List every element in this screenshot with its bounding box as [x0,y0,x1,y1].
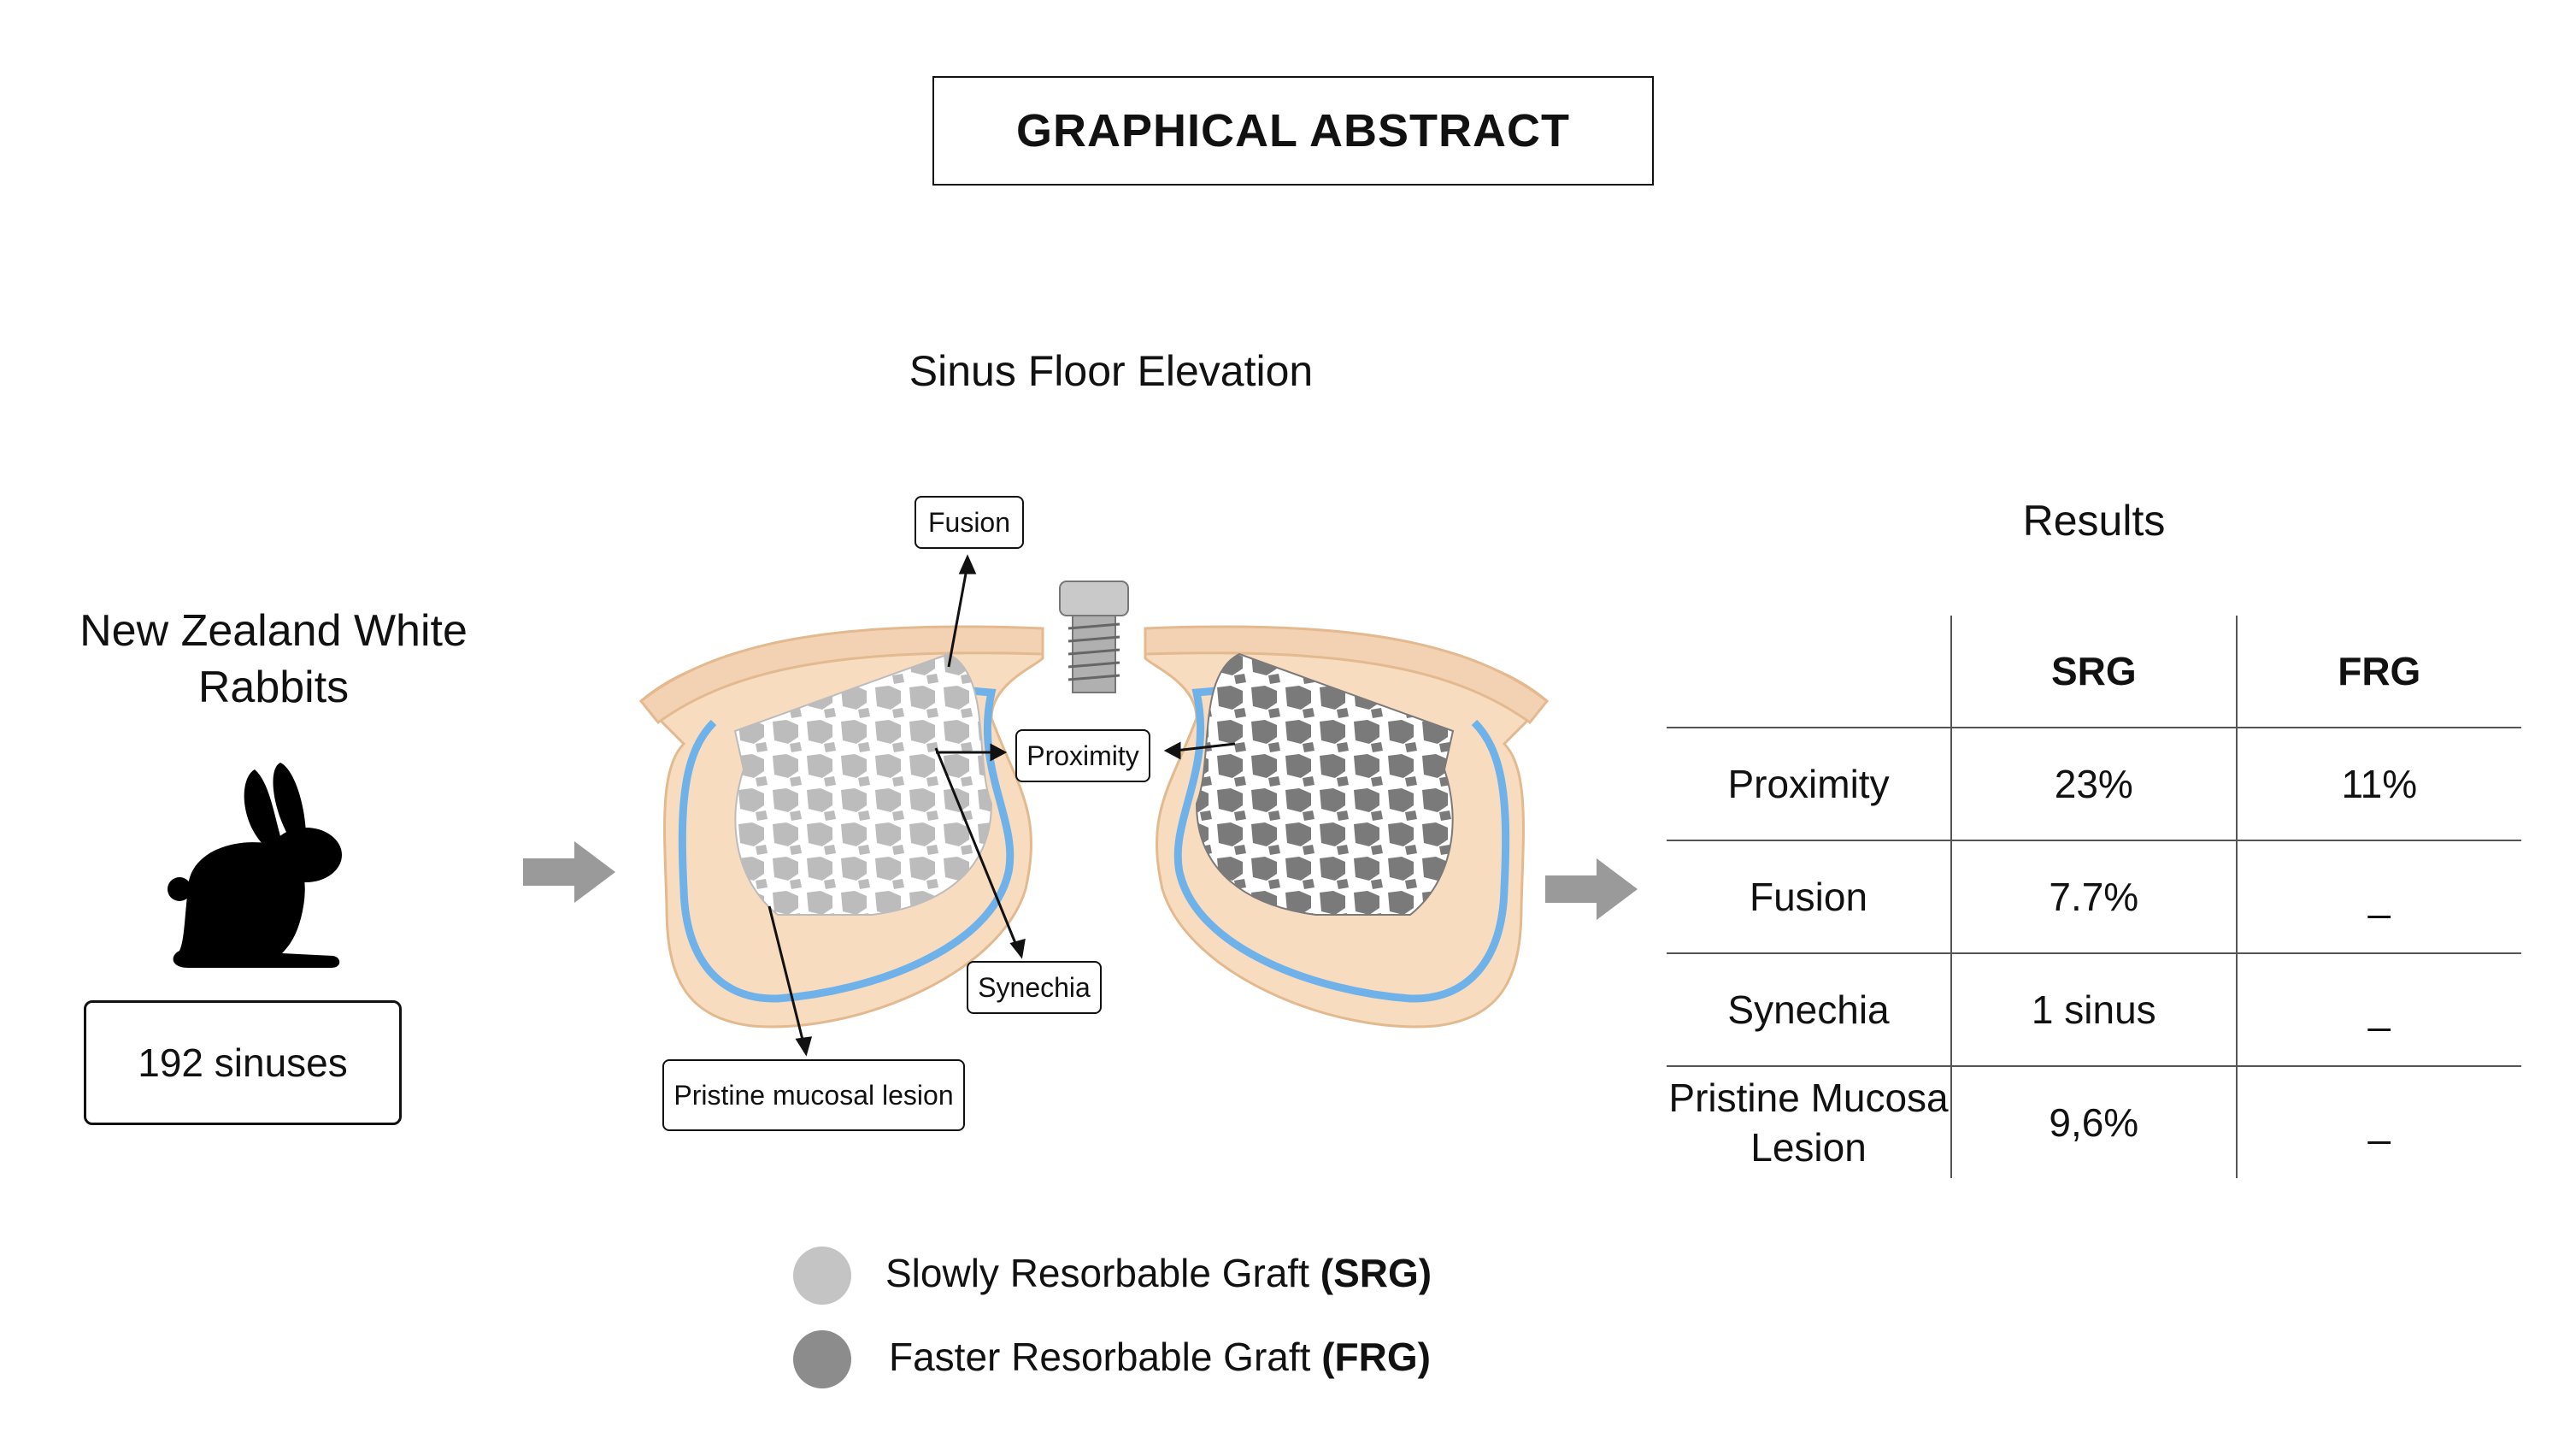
srg-value: 1 sinus [1950,952,2237,1066]
synechia-callout: Synechia [967,961,1102,1014]
srg-legend-label: Slowly Resorbable Graft (SRG) [885,1251,1432,1295]
fusion-callout: Fusion [915,496,1024,549]
sinus-diagram [638,554,1550,1057]
procedure-heading: Sinus Floor Elevation [909,347,1314,395]
lesion-callout: Pristine mucosal lesion [662,1059,965,1131]
table-row: Fusion 7.7% _ [1667,840,2521,953]
rabbit-silhouette-icon [168,763,342,968]
frg-value: _ [2235,952,2521,1066]
right-sinus [1144,625,1550,1029]
graphical-abstract-title: GRAPHICAL ABSTRACT [932,76,1654,186]
row-label: Pristine Mucosa Lesion [1667,1065,1952,1178]
results-heading: Results [2022,497,2166,545]
sample-count-box: 192 sinuses [84,1000,402,1125]
flow-arrow-1 [523,841,615,903]
header-empty [1667,616,1951,728]
frg-value: _ [2235,1065,2521,1178]
animal-model-label: New Zealand White Rabbits [79,606,468,712]
header-frg: FRG [2235,616,2521,728]
callout-arrows [768,554,1236,1057]
frg-value: 11% [2235,727,2521,840]
table-row: Proximity 23% 11% [1667,727,2521,840]
table-row: Pristine Mucosa Lesion 9,6% _ [1667,1065,2521,1178]
table-row: Synechia 1 sinus _ [1667,952,2521,1066]
implant-screw-icon [1059,581,1129,693]
row-label: Fusion [1667,840,1952,953]
srg-legend-swatch [793,1247,851,1305]
results-table: SRG FRG Proximity 23% 11% Fusion 7.7% _ … [1667,616,2521,1178]
srg-value: 9,6% [1950,1065,2237,1178]
frg-legend-swatch [793,1330,851,1388]
srg-value: 7.7% [1950,840,2237,953]
frg-legend-label: Faster Resorbable Graft (FRG) [889,1335,1431,1379]
flow-arrow-2 [1545,858,1638,920]
frg-value: _ [2235,840,2521,953]
srg-value: 23% [1950,727,2237,840]
row-label: Proximity [1667,727,1952,840]
header-srg: SRG [1950,616,2237,728]
left-sinus [638,625,1044,1029]
results-header-row: SRG FRG [1667,616,2521,728]
row-label: Synechia [1667,952,1952,1066]
proximity-callout: Proximity [1015,729,1150,782]
